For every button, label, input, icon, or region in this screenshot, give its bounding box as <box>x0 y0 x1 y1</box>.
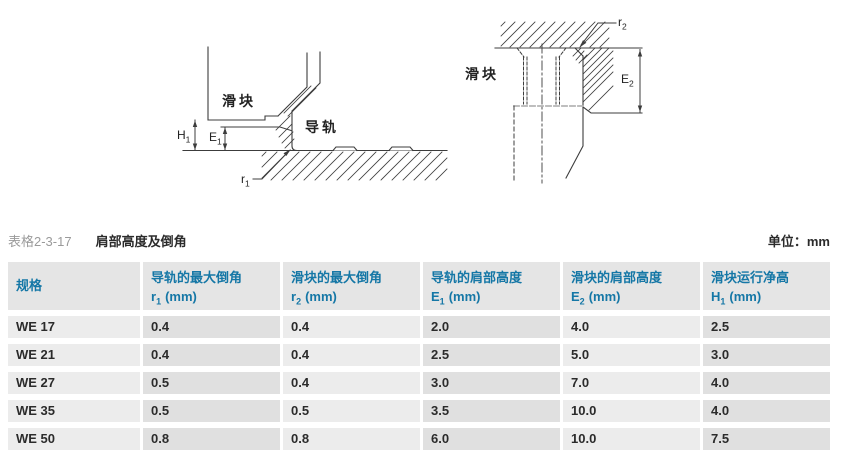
left-base-hatch <box>261 151 448 181</box>
table-cell: 0.5 <box>143 400 280 422</box>
dim-r1-label: r1 <box>241 172 250 189</box>
table-cell: 0.5 <box>143 372 280 394</box>
spec-cell: WE 50 <box>8 428 140 450</box>
table-cell: 2.5 <box>703 316 830 338</box>
table-cell: 3.5 <box>423 400 560 422</box>
right-top-hatch <box>500 21 610 48</box>
table-cell: 6.0 <box>423 428 560 450</box>
right-block-hatch <box>582 47 614 111</box>
table-cell: 0.4 <box>143 316 280 338</box>
caption-row: 表格2-3-17 肩部高度及倒角 单位：mm <box>8 231 835 251</box>
table-cell: 0.5 <box>283 400 420 422</box>
diagram-svg <box>182 21 643 184</box>
right-slider-label: 滑块 <box>465 66 499 82</box>
table-cell: 0.4 <box>283 372 420 394</box>
spec-cell: WE 27 <box>8 372 140 394</box>
dim-h1-label: H1 <box>177 128 191 145</box>
spec-cell: WE 21 <box>8 344 140 366</box>
table-cell: 7.0 <box>563 372 700 394</box>
table-cell: 0.8 <box>143 428 280 450</box>
column-header-0: 规格 <box>8 262 140 310</box>
table-cell: 2.5 <box>423 344 560 366</box>
left-rail-label: 导轨 <box>305 119 339 135</box>
spec-cell: WE 17 <box>8 316 140 338</box>
dim-r2-label: r2 <box>618 15 627 32</box>
table-cell: 0.4 <box>283 344 420 366</box>
table-cell: 7.5 <box>703 428 830 450</box>
table-title: 肩部高度及倒角 <box>95 234 187 249</box>
table-cell: 4.0 <box>703 400 830 422</box>
table-cell: 4.0 <box>563 316 700 338</box>
table-cell: 2.0 <box>423 316 560 338</box>
table-cell: 3.0 <box>423 372 560 394</box>
dim-e2-label: E2 <box>621 72 634 89</box>
unit-label: 单位：mm <box>767 234 830 249</box>
table-cell: 10.0 <box>563 400 700 422</box>
technical-diagrams: 滑块 导轨 H1 E1 r1 滑块 r2 E2 <box>0 0 843 225</box>
table-cell: 0.4 <box>283 316 420 338</box>
table-cell: 4.0 <box>703 372 830 394</box>
table-cell: 0.8 <box>283 428 420 450</box>
table-cell: 3.0 <box>703 344 830 366</box>
left-slider-label: 滑块 <box>222 93 256 109</box>
left-diagram <box>182 46 448 181</box>
dim-e1-label: E1 <box>209 130 222 147</box>
right-diagram <box>494 21 643 184</box>
table-number-label: 表格2-3-17 <box>8 234 72 249</box>
spec-cell: WE 35 <box>8 400 140 422</box>
table-cell: 0.4 <box>143 344 280 366</box>
table-cell: 5.0 <box>563 344 700 366</box>
table-cell: 10.0 <box>563 428 700 450</box>
